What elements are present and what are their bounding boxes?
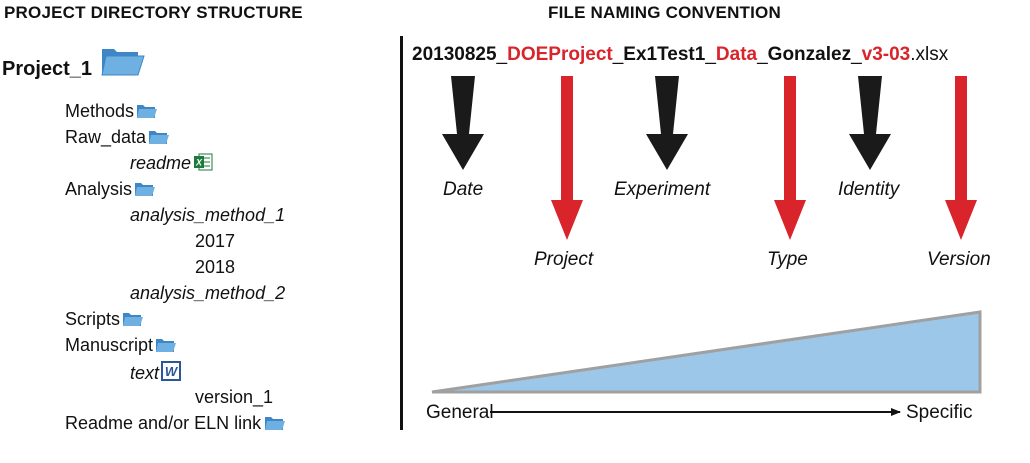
filename-type: Data bbox=[715, 44, 758, 65]
directory-structure-heading: PROJECT DIRECTORY STRUCTURE bbox=[4, 3, 303, 22]
tree-item-label: Scripts bbox=[65, 309, 121, 329]
filename-separator: _ bbox=[705, 44, 716, 65]
tree-item-2017: 2017 bbox=[195, 231, 236, 251]
tree-item-label: Analysis bbox=[65, 179, 133, 199]
tree-item-label: text bbox=[130, 363, 160, 383]
folder-icon bbox=[134, 181, 156, 202]
svg-text:X: X bbox=[195, 158, 203, 168]
tree-item-label: Methods bbox=[65, 101, 135, 121]
folder-icon bbox=[148, 129, 170, 150]
label-date: Date bbox=[443, 179, 484, 200]
tree-item-version-1: version_1 bbox=[195, 387, 274, 407]
filename-separator: _ bbox=[757, 44, 768, 65]
tree-item-label: Raw_data bbox=[65, 127, 147, 147]
tree-item-label: readme bbox=[130, 153, 192, 173]
tree-item-analysis-method-2: analysis_method_2 bbox=[130, 283, 286, 303]
project-root: Project_1 bbox=[2, 45, 146, 83]
filename-version: v3-03 bbox=[861, 44, 911, 65]
filename-separator: _ bbox=[496, 44, 508, 65]
filename-identity: Gonzalez bbox=[767, 44, 852, 65]
type-arrow bbox=[774, 76, 806, 240]
specificity-wedge bbox=[431, 310, 982, 394]
filename-experiment: Ex1Test1 bbox=[623, 44, 706, 65]
tree-item-manuscript: Manuscript bbox=[65, 335, 177, 358]
filename-project: DOEProject bbox=[507, 44, 613, 65]
excel-file-icon: X bbox=[193, 153, 213, 176]
label-identity: Identity bbox=[838, 179, 900, 200]
scale-specific-label: Specific bbox=[906, 402, 973, 423]
section-divider bbox=[400, 36, 403, 430]
label-experiment: Experiment bbox=[614, 179, 711, 200]
experiment-arrow bbox=[646, 76, 688, 170]
word-file-icon: W bbox=[161, 361, 182, 386]
tree-item-analysis-method-1: analysis_method_1 bbox=[130, 205, 286, 225]
date-arrow bbox=[442, 76, 484, 170]
folder-icon bbox=[122, 311, 144, 332]
tree-item-methods: Methods bbox=[65, 101, 158, 124]
folder-icon bbox=[136, 103, 158, 124]
label-version: Version bbox=[927, 249, 991, 270]
tree-item-text: text W bbox=[130, 361, 182, 386]
folder-icon bbox=[100, 45, 146, 83]
tree-item-scripts: Scripts bbox=[65, 309, 144, 332]
naming-convention-heading: FILE NAMING CONVENTION bbox=[548, 3, 781, 22]
scale-general-label: General bbox=[426, 402, 494, 423]
filename-extension: .xlsx bbox=[910, 44, 949, 65]
svg-text:W: W bbox=[165, 364, 179, 379]
filename-date: 20130825 bbox=[412, 44, 497, 65]
example-filename: 20130825_DOEProject_Ex1Test1_Data_Gonzal… bbox=[412, 44, 948, 66]
folder-icon bbox=[155, 337, 177, 358]
label-project: Project bbox=[534, 249, 594, 270]
tree-item-analysis: Analysis bbox=[65, 179, 156, 202]
tree-item-2018: 2018 bbox=[195, 257, 236, 277]
project-root-label: Project_1 bbox=[2, 58, 93, 80]
label-type: Type bbox=[767, 249, 808, 270]
folder-icon bbox=[263, 415, 287, 436]
filename-separator: _ bbox=[612, 44, 624, 65]
identity-arrow bbox=[849, 76, 891, 170]
tree-item-readme-eln: Readme and/or ELN link bbox=[65, 413, 287, 436]
tree-item-raw-data: Raw_data bbox=[65, 127, 170, 150]
filename-separator: _ bbox=[851, 44, 862, 65]
tree-item-label: Readme and/or ELN link bbox=[65, 413, 262, 433]
project-arrow bbox=[551, 76, 583, 240]
version-arrow bbox=[945, 76, 977, 240]
tree-item-label: Manuscript bbox=[65, 335, 154, 355]
